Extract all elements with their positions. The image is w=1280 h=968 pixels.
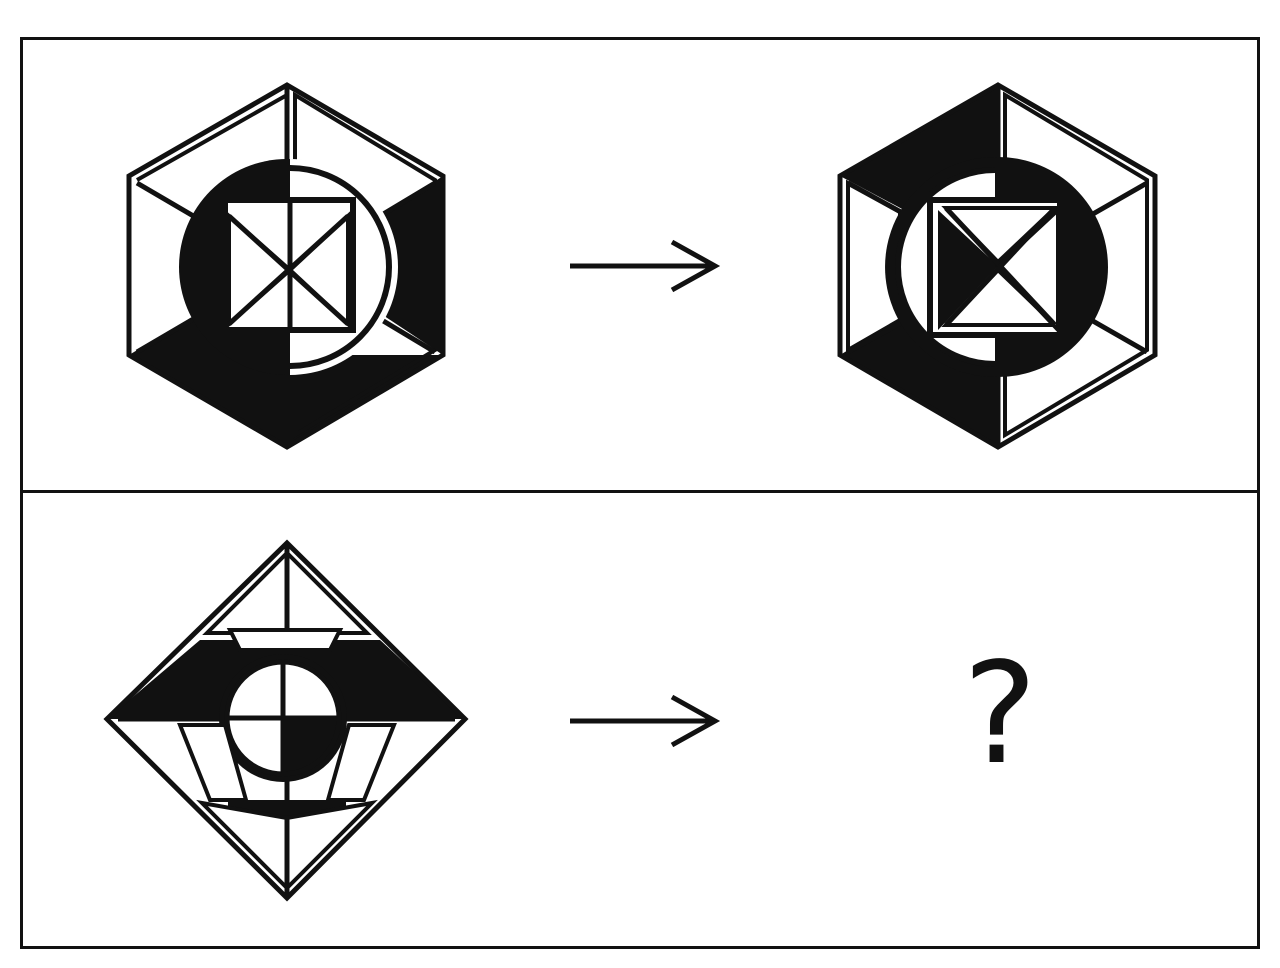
hexagon-circle-square-figure (126, 82, 446, 450)
diamond-circle-trapezoid-figure (103, 539, 469, 902)
question-mark: ? (962, 633, 1038, 796)
right-arrow (570, 239, 721, 293)
right-arrow (570, 694, 721, 748)
puzzle-frame (20, 37, 1260, 949)
hexagon-circle-square-figure-transformed (837, 82, 1158, 450)
row-divider (20, 490, 1260, 493)
